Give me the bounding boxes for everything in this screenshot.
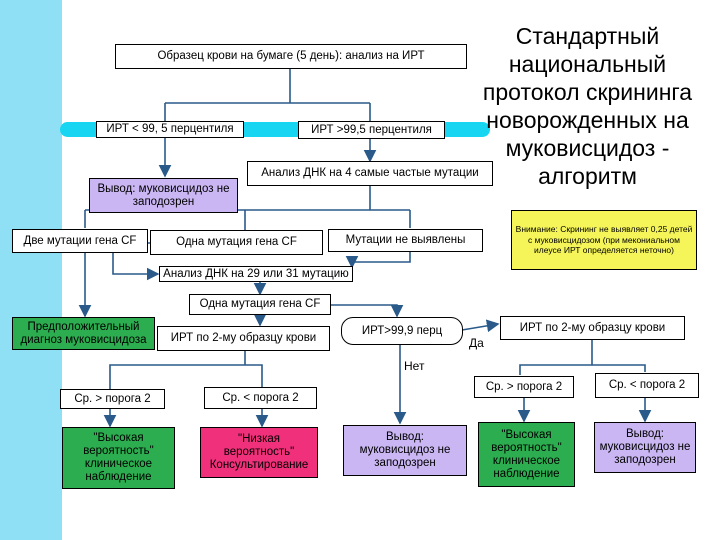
edge-irt999-yes	[461, 319, 500, 333]
node-irt-high: ИРТ >99,5 перцентиля	[298, 121, 445, 139]
node-threshold-gt-left: Ср. > порога 2	[60, 389, 165, 409]
node-threshold-lt-right: Ср. < порога 2	[595, 373, 699, 398]
edge-onemut2-irt999	[330, 304, 404, 318]
node-irt-low: ИРТ < 99, 5 перцентиля	[96, 121, 244, 138]
left-decorative-stripe	[0, 0, 62, 540]
node-conclusion-right: Вывод: муковисцидоз не заподозрен	[594, 422, 696, 473]
node-irt-999: ИРТ>99,9 перц	[341, 317, 463, 345]
node-high-probability-right: "Высокая вероятность" клиническое наблюд…	[478, 422, 575, 487]
node-conclusion-bottom: Вывод: муковисцидоз не заподозрен	[343, 425, 467, 476]
node-irt-second-right: ИРТ по 2-му образцу крови	[500, 316, 685, 340]
node-threshold-lt-left: Ср. < порога 2	[204, 387, 317, 409]
node-two-mutations: Две мутации гена CF	[12, 229, 148, 253]
title-line: протокол скрининга	[482, 79, 693, 105]
node-no-mutations: Мутации не выявлены	[328, 229, 483, 252]
node-one-mutation-2: Одна мутация гена CF	[189, 294, 331, 315]
node-presumptive-diagnosis: Предположительный диагноз муковисцидоза	[12, 317, 155, 350]
node-warning: Внимание: Скрининг не выявляет 0,25 дете…	[511, 210, 697, 270]
edge-irtright-split	[519, 340, 646, 375]
title-line: национальный	[508, 51, 667, 77]
title-line: новорожденных на	[486, 107, 689, 133]
edge-nomut-dna29	[345, 252, 411, 269]
edge-sample-split	[164, 69, 371, 121]
page-title: Стандартный национальный протокол скрини…	[470, 22, 705, 190]
node-sample: Образец крови на бумаге (5 день): анализ…	[115, 44, 467, 69]
label-yes: Да	[469, 336, 484, 350]
title-line: алгоритм	[538, 163, 637, 189]
node-low-probability: "Низкая вероятность" Консультирование	[200, 427, 318, 478]
node-threshold-gt-right: Ср. > порога 2	[474, 376, 574, 398]
edge-dna4-split	[84, 186, 411, 230]
edge-irtleft-split	[109, 351, 263, 389]
node-dna29: Анализ ДНК на 29 или 31 мутацию	[159, 266, 353, 282]
node-irt-second-left: ИРТ по 2-му образцу крови	[157, 326, 330, 351]
node-high-probability-left: "Высокая вероятность" клиническое наблюд…	[62, 427, 175, 489]
label-no: Нет	[404, 359, 425, 373]
node-dna4: Анализ ДНК на 4 самые частые мутации	[247, 161, 493, 186]
node-conclusion-not-suspected: Вывод: муковисцидоз не заподозрен	[89, 178, 238, 213]
title-line: муковисцидоз -	[505, 135, 670, 161]
title-line: Стандартный	[515, 23, 660, 49]
node-one-mutation: Одна мутация гена CF	[150, 230, 323, 255]
